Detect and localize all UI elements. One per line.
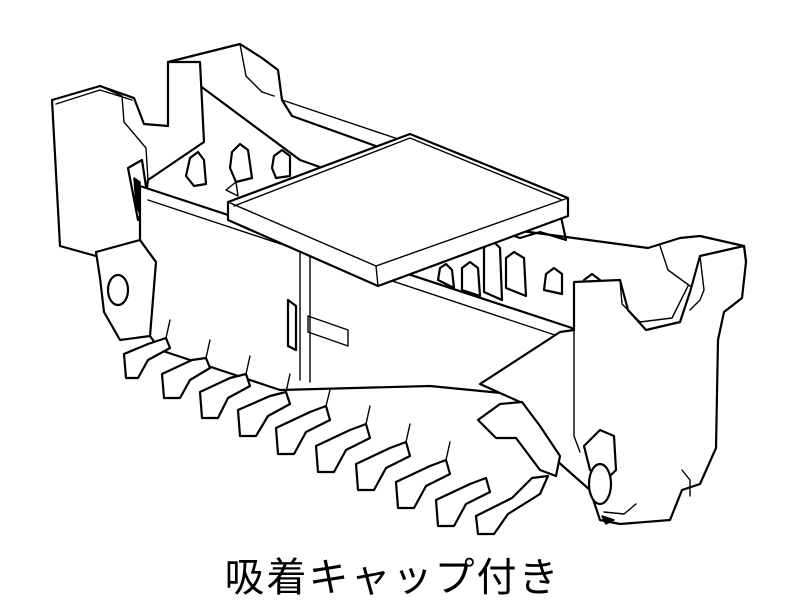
figure-caption: 吸着キャップ付き bbox=[224, 555, 561, 601]
pick-and-place-cap bbox=[226, 132, 570, 288]
right-end-block bbox=[476, 244, 748, 526]
smt-leads bbox=[122, 319, 550, 536]
contact-pins-back-left bbox=[184, 142, 292, 197]
shadow-details bbox=[133, 177, 615, 525]
